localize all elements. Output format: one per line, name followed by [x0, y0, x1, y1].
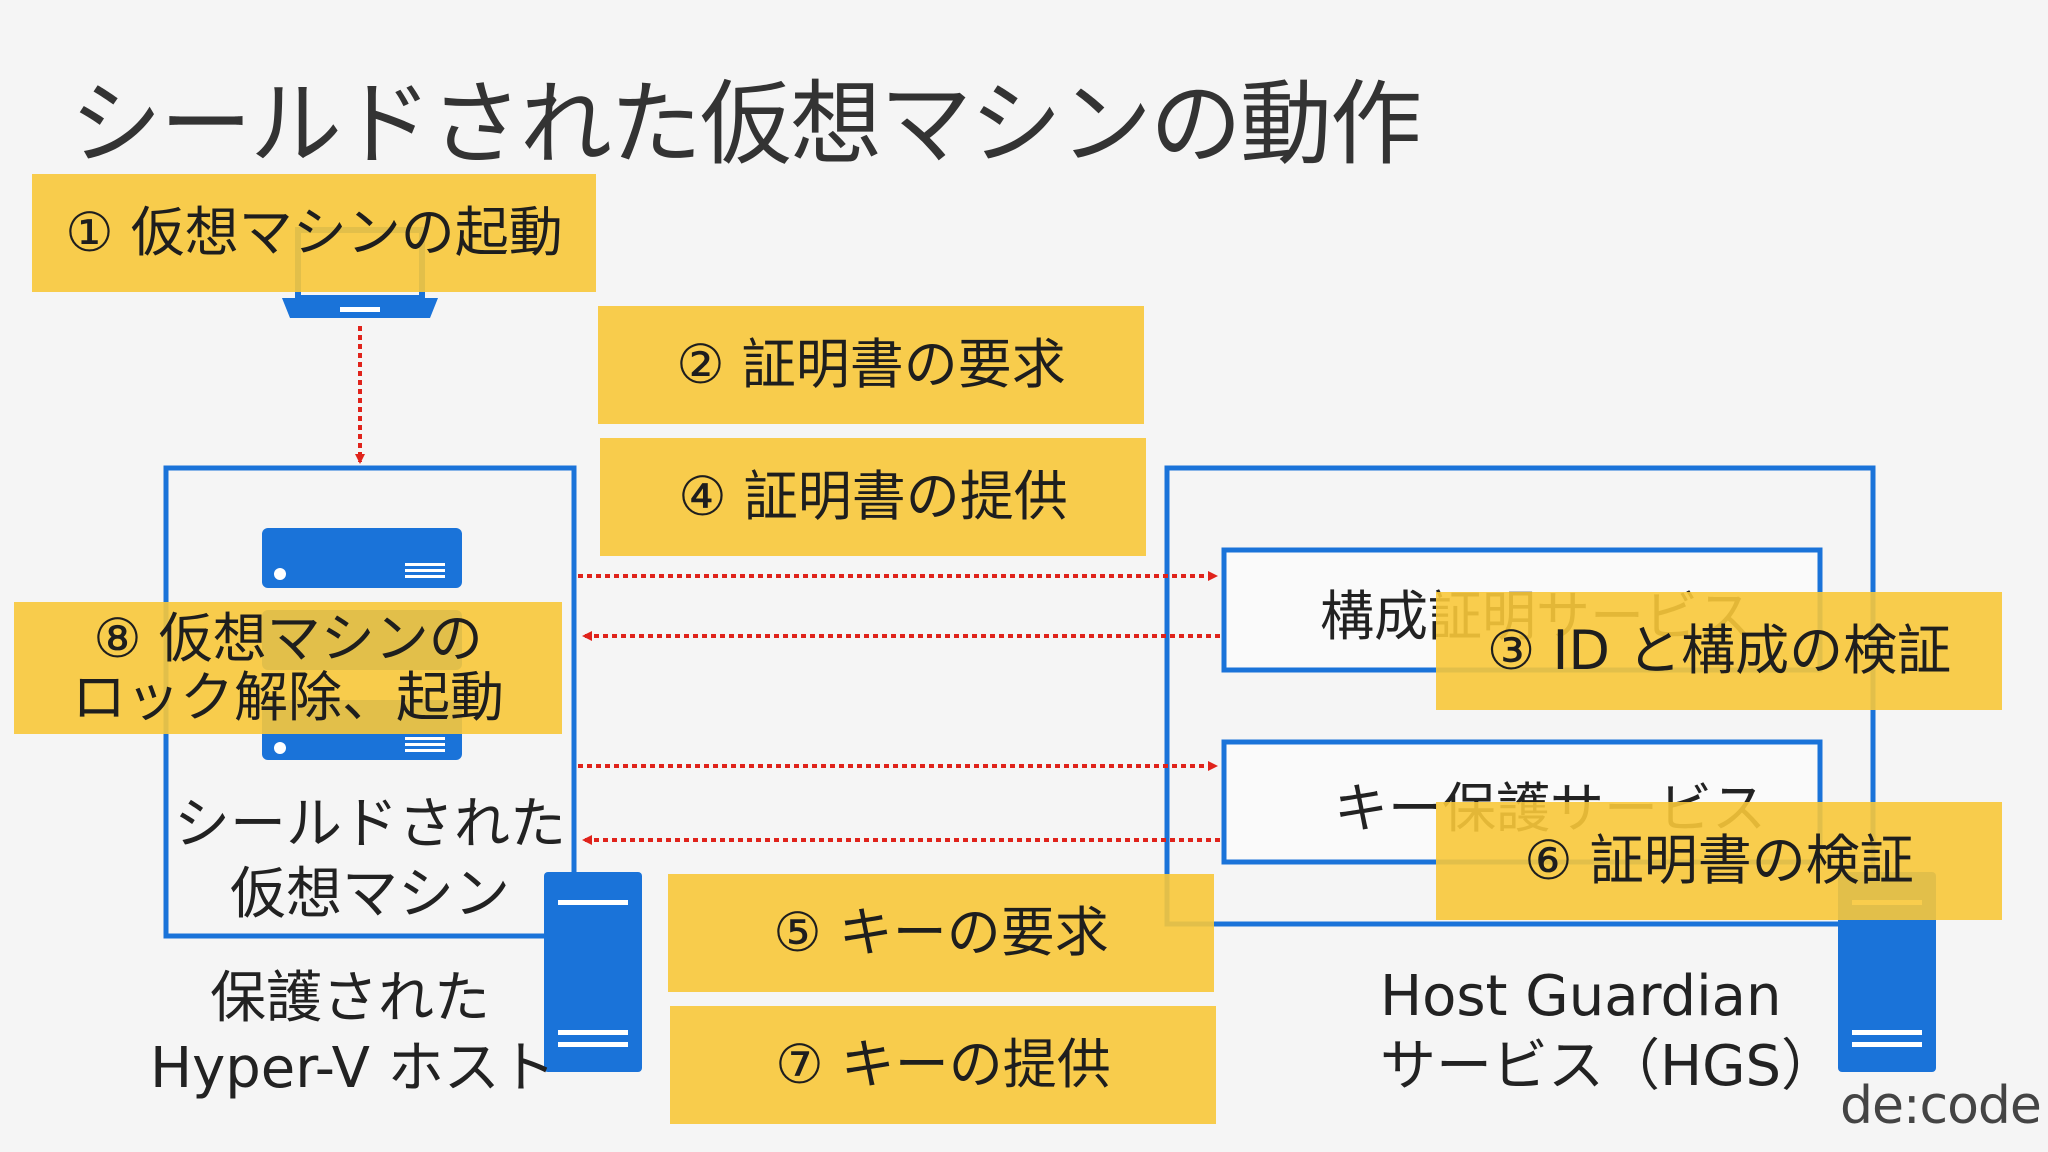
page-title: シールドされた仮想マシンの動作 [70, 71, 1422, 178]
shielded-vm-label-line2: 仮想マシン [230, 862, 510, 927]
decode-logo: de:code [1840, 1076, 2042, 1136]
host-server-icon [544, 872, 642, 1072]
step-8-callout: ⑧ 仮想マシンの ロック解除、起動 [14, 602, 562, 734]
step-6-callout: ⑥ 証明書の検証 [1436, 802, 2002, 920]
step-7-callout: ⑦ キーの提供 [670, 1006, 1216, 1124]
hgs-label-line2: サービス（HGS） [1380, 1034, 1838, 1099]
shielded-vm-label-line1: シールドされた [174, 792, 566, 857]
guarded-host-label: 保護された Hyper-V ホスト [150, 964, 556, 1104]
guarded-host-label-line1: 保護された [210, 966, 490, 1031]
step-1-callout: ① 仮想マシンの起動 [32, 174, 596, 292]
step-4-callout: ④ 証明書の提供 [600, 438, 1146, 556]
step-8-line1: ⑧ 仮想マシンの [93, 606, 483, 670]
guarded-host-label-line2: Hyper-V ホスト [150, 1036, 556, 1101]
hgs-label-line1: Host Guardian [1380, 964, 1782, 1029]
step-3-callout: ③ ID と構成の検証 [1436, 592, 2002, 710]
step-5-callout: ⑤ キーの要求 [668, 874, 1214, 992]
hgs-label: Host Guardian サービス（HGS） [1380, 962, 1838, 1102]
shielded-vm-label: シールドされた 仮想マシン [168, 790, 572, 930]
step-2-callout: ② 証明書の要求 [598, 306, 1144, 424]
step-8-line2: ロック解除、起動 [72, 666, 504, 729]
